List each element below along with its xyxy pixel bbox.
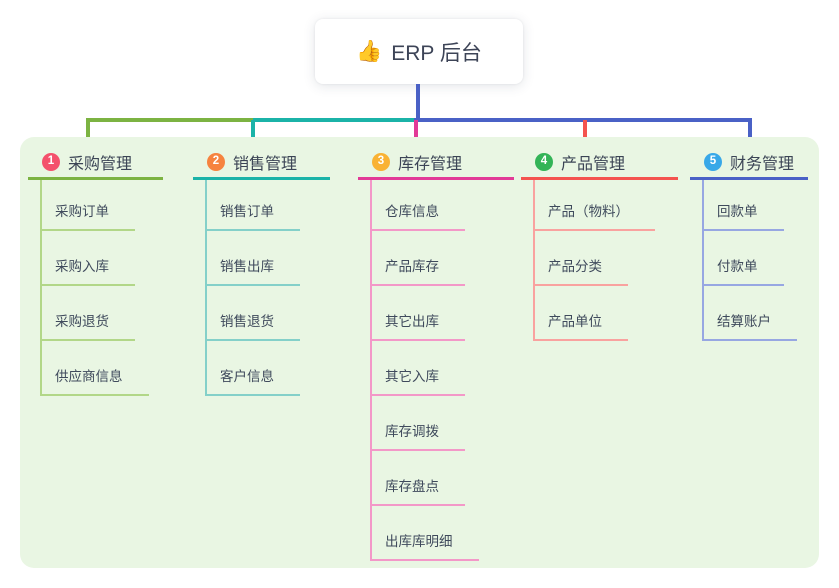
branch-number-badge: 5 [704,153,722,171]
branch-number-badge: 2 [207,153,225,171]
child-label: 采购入库 [55,259,109,274]
child-label: 库存盘点 [385,479,439,494]
child-node[interactable]: 销售订单 [205,180,330,231]
child-label: 产品分类 [548,259,602,274]
branch-children: 产品（物料） 产品分类产品单位 [533,180,678,341]
child-label: 产品库存 [385,259,439,274]
branch-title-node[interactable]: 3 库存管理 [358,147,514,180]
child-label: 采购订单 [55,204,109,219]
child-node[interactable]: 销售出库 [205,231,330,286]
branch: 4 产品管理 产品（物料） 产品分类产品单位 [521,147,678,341]
child-label: 客户信息 [220,369,274,384]
child-label: 付款单 [717,259,758,274]
branch-title-node[interactable]: 5 财务管理 [690,147,808,180]
branch-drop-line [748,120,752,142]
child-label: 结算账户 [717,314,771,329]
branch-children: 回款单付款单结算账户 [702,180,808,341]
branch: 5 财务管理 回款单付款单结算账户 [690,147,808,341]
branch-number-badge: 1 [42,153,60,171]
child-node[interactable]: 付款单 [702,231,808,286]
child-node[interactable]: 采购订单 [40,180,163,231]
connector-bus-mid [253,118,418,122]
child-node[interactable]: 客户信息 [205,341,330,396]
branches-panel [20,137,819,568]
child-label: 回款单 [717,204,758,219]
branch: 1 采购管理 采购订单采购入库采购退货供应商信息 [28,147,163,396]
thumbs-up-icon: 👍 [356,40,383,63]
child-label: 销售退货 [220,314,274,329]
child-node[interactable]: 供应商信息 [40,341,163,396]
child-label: 其它入库 [385,369,439,384]
branch-title-label: 采购管理 [68,156,133,173]
child-node[interactable]: 库存盘点 [370,451,514,506]
branch: 2 销售管理 销售订单销售出库销售退货客户信息 [193,147,330,396]
child-node[interactable]: 结算账户 [702,286,808,341]
child-label: 销售出库 [220,259,274,274]
branch-title-node[interactable]: 2 销售管理 [193,147,330,180]
branch-title-label: 库存管理 [398,156,463,173]
branch-children: 仓库信息产品库存其它出库其它入库库存调拨库存盘点出库库明细 [370,180,514,561]
branch-children: 采购订单采购入库采购退货供应商信息 [40,180,163,396]
branch-drop-line [86,120,90,142]
child-node[interactable]: 产品（物料） [533,180,678,231]
child-node[interactable]: 产品单位 [533,286,678,341]
branch: 3 库存管理 仓库信息产品库存其它出库其它入库库存调拨库存盘点出库库明细 [358,147,514,561]
child-label: 仓库信息 [385,204,439,219]
child-node[interactable]: 回款单 [702,180,808,231]
branch-children: 销售订单销售出库销售退货客户信息 [205,180,330,396]
connector-bus-left [86,118,253,122]
child-label: 库存调拨 [385,424,439,439]
branch-drop-line [251,120,255,142]
branch-title-label: 销售管理 [233,156,298,173]
child-label: 销售订单 [220,204,274,219]
child-node[interactable]: 采购入库 [40,231,163,286]
root-connector-line [416,84,420,120]
branch-title-label: 产品管理 [561,156,626,173]
child-node[interactable]: 销售退货 [205,286,330,341]
child-node[interactable]: 产品分类 [533,231,678,286]
branch-drop-line [583,120,587,142]
branch-number-badge: 3 [372,153,390,171]
child-node[interactable]: 产品库存 [370,231,514,286]
child-node[interactable]: 出库库明细 [370,506,514,561]
root-node[interactable]: 👍 ERP 后台 [315,19,523,84]
branch-title-label: 财务管理 [730,156,795,173]
child-node[interactable]: 库存调拨 [370,396,514,451]
child-label: 产品单位 [548,314,602,329]
child-label: 产品（物料） [548,204,629,219]
root-title: ERP 后台 [391,41,482,65]
child-node[interactable]: 仓库信息 [370,180,514,231]
child-node[interactable]: 其它出库 [370,286,514,341]
branch-title-node[interactable]: 1 采购管理 [28,147,163,180]
child-label: 供应商信息 [55,369,123,384]
branch-title-node[interactable]: 4 产品管理 [521,147,678,180]
branch-number-badge: 4 [535,153,553,171]
child-label: 出库库明细 [385,534,453,549]
child-label: 其它出库 [385,314,439,329]
child-node[interactable]: 采购退货 [40,286,163,341]
child-label: 采购退货 [55,314,109,329]
child-node[interactable]: 其它入库 [370,341,514,396]
branch-drop-line [414,120,418,142]
